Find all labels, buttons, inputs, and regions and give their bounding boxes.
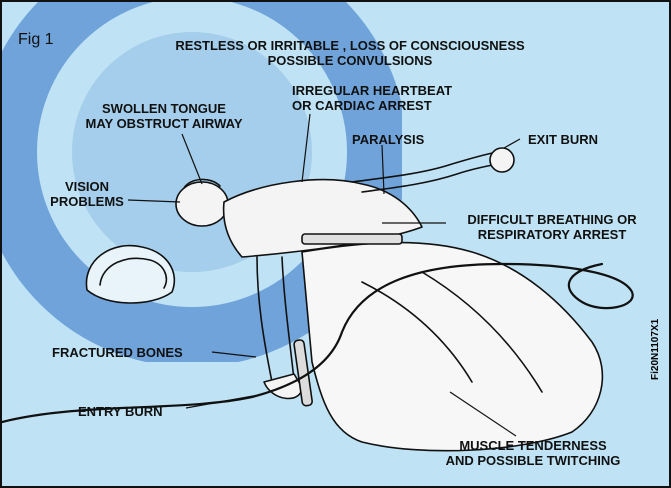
label-muscle-line1: MUSCLE TENDERNESS [420, 438, 646, 453]
label-convulsions: POSSIBLE CONVULSIONS [140, 53, 560, 68]
label-breathing-line2: RESPIRATORY ARREST [442, 227, 662, 242]
label-tongue-line2: MAY OBSTRUCT AIRWAY [64, 116, 264, 131]
label-heartbeat-line1: IRREGULAR HEARTBEAT [292, 83, 452, 98]
label-heart: IRREGULAR HEARTBEAT OR CARDIAC ARREST [292, 83, 452, 113]
label-consciousness: RESTLESS OR IRRITABLE , LOSS OF CONSCIOU… [140, 38, 560, 68]
label-muscle-line2: AND POSSIBLE TWITCHING [420, 453, 646, 468]
figure-code: Fi20N1107X1 [650, 319, 661, 380]
label-restless: RESTLESS OR IRRITABLE , LOSS OF CONSCIOU… [140, 38, 560, 53]
label-exit-burn: EXIT BURN [528, 132, 598, 147]
label-paralysis: PARALYSIS [352, 132, 424, 147]
label-tongue-line1: SWOLLEN TONGUE [64, 101, 264, 116]
label-fractured-bones: FRACTURED BONES [52, 345, 183, 360]
figure-number: Fig 1 [18, 32, 54, 47]
label-entry-burn: ENTRY BURN [78, 404, 163, 419]
label-vision: VISION PROBLEMS [42, 179, 132, 209]
label-vision-line2: PROBLEMS [42, 194, 132, 209]
label-breathing-line1: DIFFICULT BREATHING OR [442, 212, 662, 227]
label-muscle: MUSCLE TENDERNESS AND POSSIBLE TWITCHING [420, 438, 646, 468]
label-heartbeat-line2: OR CARDIAC ARREST [292, 98, 452, 113]
label-vision-line1: VISION [42, 179, 132, 194]
label-breathing: DIFFICULT BREATHING OR RESPIRATORY ARRES… [442, 212, 662, 242]
label-tongue: SWOLLEN TONGUE MAY OBSTRUCT AIRWAY [64, 101, 264, 131]
